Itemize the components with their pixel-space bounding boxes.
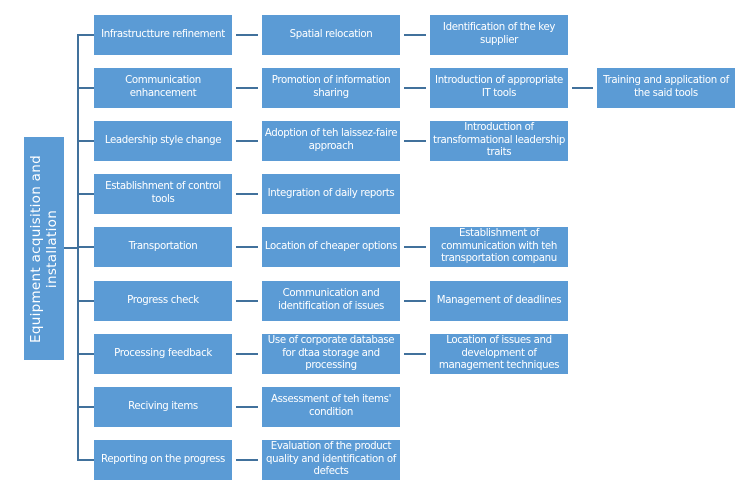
root-label-line-1: Equipment acquisition and [28, 154, 45, 343]
category-node: Reciving items [94, 387, 232, 427]
step-node: Location of issues and development of ma… [430, 334, 568, 374]
step-node: Management of deadlines [430, 281, 568, 321]
step-connector [404, 140, 426, 142]
branch-connector [77, 34, 94, 36]
branch-connector [77, 193, 94, 195]
category-node: Establishment of control tools [94, 174, 232, 214]
step-connector [236, 87, 258, 89]
root-connector [64, 247, 78, 249]
step-connector [404, 34, 426, 36]
step-connector [236, 34, 258, 36]
step-connector [236, 353, 258, 355]
step-connector [572, 87, 593, 89]
step-connector [404, 353, 426, 355]
root-node-label: Equipment acquisition and installation [28, 155, 60, 343]
branch-connector [77, 246, 94, 248]
root-label-line-2: installation [44, 209, 61, 288]
step-connector [236, 246, 258, 248]
step-node: Adoption of teh laissez-faire approach [262, 121, 400, 161]
category-node: Processing feedback [94, 334, 232, 374]
root-node: Equipment acquisition and installation [24, 137, 64, 360]
step-connector [404, 87, 426, 89]
step-node: Evaluation of the product quality and id… [262, 440, 400, 480]
step-connector [404, 246, 426, 248]
step-connector [236, 459, 258, 461]
step-node: Identification of the key supplier [430, 15, 568, 55]
category-node: Reporting on the progress [94, 440, 232, 480]
branch-connector [77, 87, 94, 89]
step-connector [236, 140, 258, 142]
step-node: Communication and identification of issu… [262, 281, 400, 321]
step-node: Establishment of communication with teh … [430, 227, 568, 267]
branch-connector [77, 353, 94, 355]
step-node: Spatial relocation [262, 15, 400, 55]
step-connector [236, 193, 258, 195]
branch-connector [77, 459, 94, 461]
step-connector [236, 300, 258, 302]
step-connector [236, 406, 258, 408]
step-connector [404, 300, 426, 302]
step-node: Location of cheaper options [262, 227, 400, 267]
step-node: Use of corporate database for dtaa stora… [262, 334, 400, 374]
step-node: Training and application of the said too… [597, 68, 735, 108]
category-node: Leadership style change [94, 121, 232, 161]
branch-connector [77, 406, 94, 408]
branch-connector [77, 300, 94, 302]
step-node: Introduction of transformational leaders… [430, 121, 568, 161]
step-node: Integration of daily reports [262, 174, 400, 214]
category-node: Transportation [94, 227, 232, 267]
category-node: Infrastructture refinement [94, 15, 232, 55]
category-node: Progress check [94, 281, 232, 321]
step-node: Promotion of information sharing [262, 68, 400, 108]
branch-connector [77, 140, 94, 142]
step-node: Introduction of appropriate IT tools [430, 68, 568, 108]
step-node: Assessment of teh items' condition [262, 387, 400, 427]
category-node: Communication enhancement [94, 68, 232, 108]
